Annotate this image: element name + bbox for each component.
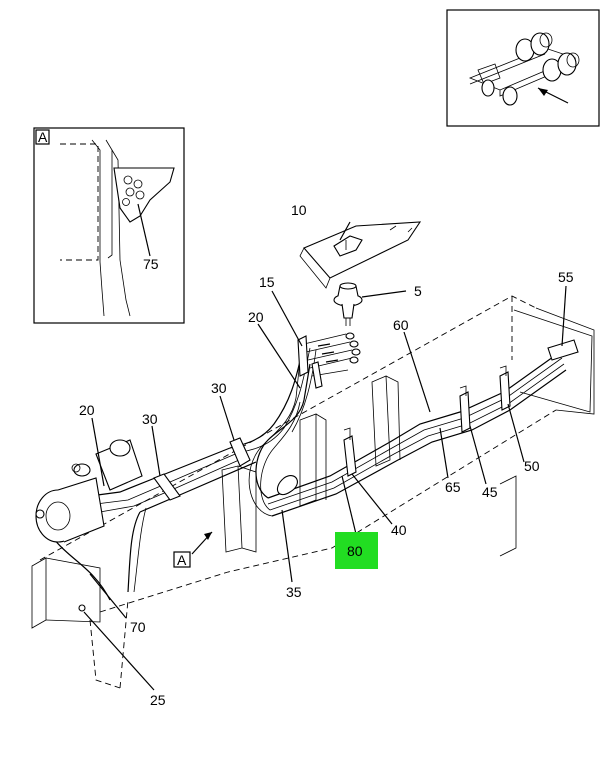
callout-10: 10 <box>291 202 307 218</box>
callout-80: 80 <box>347 543 363 559</box>
callout-20-upper: 20 <box>248 309 264 325</box>
callout-30-lower: 30 <box>142 411 158 427</box>
callout-20-lower: 20 <box>79 402 95 418</box>
leader-75 <box>137 203 151 257</box>
locator-inset <box>446 9 600 127</box>
leader-5 <box>361 290 407 298</box>
leader-lines <box>83 221 567 691</box>
callout-65: 65 <box>445 479 461 495</box>
callout-60: 60 <box>393 317 409 333</box>
callout-50: 50 <box>524 458 540 474</box>
view-ref-label: A <box>177 552 187 568</box>
frame-rail <box>31 295 595 689</box>
callout-numbers: 5 10 15 20 20 25 30 30 35 40 45 50 55 60… <box>79 202 574 708</box>
starter-assembly <box>35 439 143 612</box>
highlight-box-80 <box>335 532 378 569</box>
callout-35: 35 <box>286 584 302 600</box>
callout-70: 70 <box>130 619 146 635</box>
callout-5: 5 <box>414 283 422 299</box>
view-ref-box <box>173 551 191 568</box>
callout-55: 55 <box>558 269 574 285</box>
callout-30-upper: 30 <box>211 380 227 396</box>
grommet-part-5 <box>333 282 407 326</box>
detail-label-box <box>35 129 50 145</box>
callout-75: 75 <box>143 256 159 272</box>
callout-40: 40 <box>391 522 407 538</box>
mounting-plate <box>299 221 422 289</box>
detail-label: A <box>38 129 48 145</box>
callout-45: 45 <box>482 484 498 500</box>
callout-25: 25 <box>150 692 166 708</box>
callout-15: 15 <box>259 274 275 290</box>
detail-view-a: A <box>33 127 185 324</box>
